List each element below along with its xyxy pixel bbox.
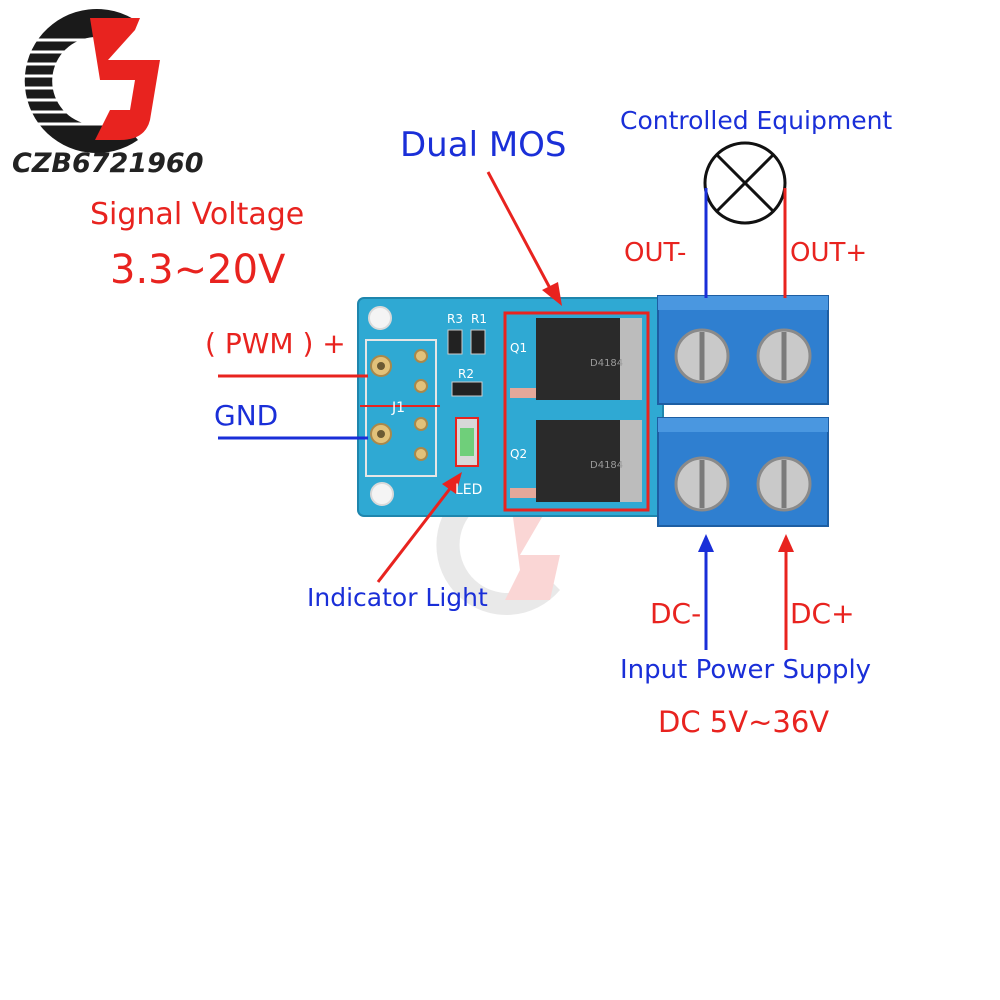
pwm-label: ( PWM ) + [205,327,346,360]
dc-plus-label: DC+ [790,597,855,630]
chip-marking-q1: D4184 [590,358,623,369]
silk-led: LED [455,482,482,498]
pcb-board [357,297,664,517]
lamp-icon [703,141,787,225]
dual-mos-highlight-box [503,311,650,512]
mounting-hole-top [368,306,392,330]
silk-j1: J1 [391,400,405,416]
mosfet-q1 [510,318,642,400]
indicator-arrow [376,485,454,583]
indicator-light-label: Indicator Light [307,583,488,612]
dc-minus-arrowhead [698,534,714,552]
mosfet-q2 [510,420,642,502]
silk-r3: R3 [447,312,463,326]
gnd-label: GND [214,399,279,432]
dc-minus-label: DC- [650,597,702,630]
silk-r1: R1 [471,312,487,326]
silk-q2: Q2 [510,447,527,461]
out-minus-label: OUT- [624,238,687,268]
dual-mos-label: Dual MOS [400,125,567,165]
indicator-arrowhead [442,472,462,494]
resistors [447,329,486,397]
silk-q1: Q1 [510,341,527,355]
dual-mos-arrowhead [542,282,562,306]
input-header [365,339,437,477]
dual-mos-arrow [486,171,554,293]
out-plus-label: OUT+ [790,238,868,268]
input-power-supply-label: Input Power Supply [620,655,872,685]
mounting-hole-bottom [370,482,394,506]
dc-plus-arrowhead [778,534,794,552]
input-terminal-block [657,417,829,527]
chip-marking-q2: D4184 [590,460,623,471]
dc-range-label: DC 5V~36V [658,705,830,739]
output-terminal-block [657,295,829,405]
controlled-equipment-label: Controlled Equipment [620,106,893,135]
silk-r2: R2 [458,367,474,381]
signal-voltage-label: Signal Voltage [90,197,305,232]
watermark-logo [24,9,160,153]
watermark-text: CZB6721960 [12,148,204,179]
led [455,417,479,467]
signal-voltage-value: 3.3~20V [110,247,286,293]
